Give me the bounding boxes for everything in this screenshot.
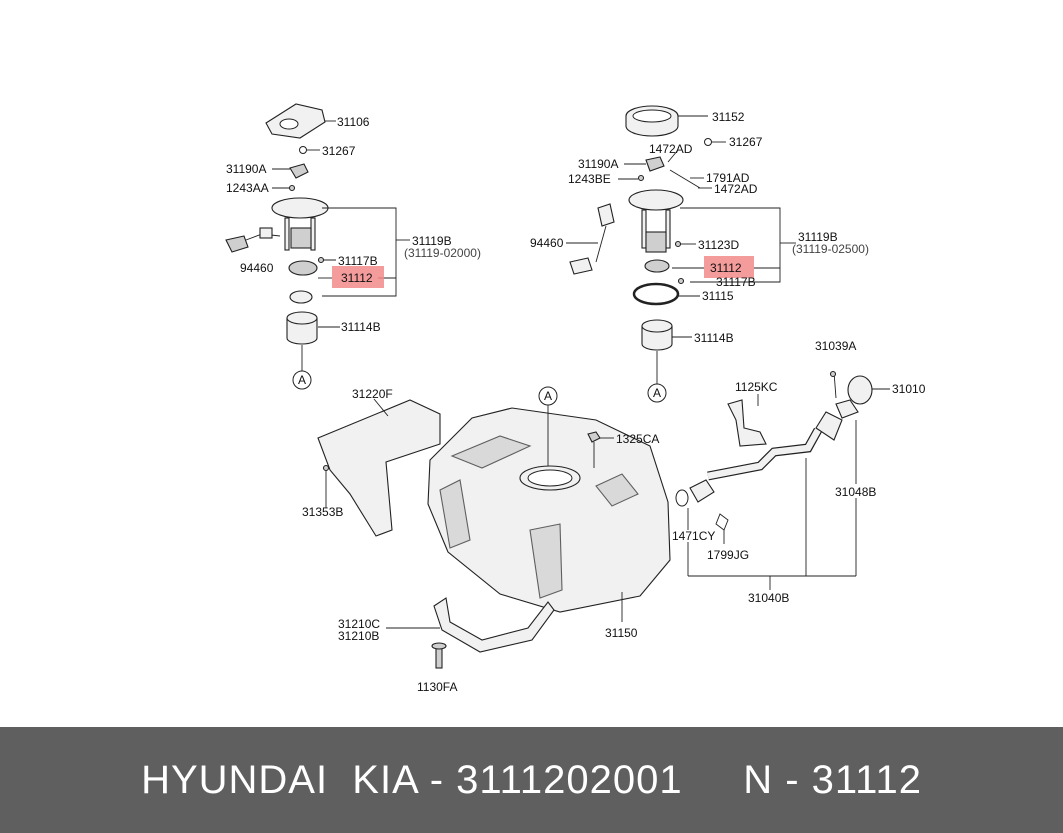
fuel-cap-31010: [847, 375, 873, 405]
label-31267-right: 31267: [729, 135, 763, 149]
label-31119B-left: 31119B: [412, 234, 452, 248]
part-number-text: HYUNDAI KIA - 3111202001 N - 31112: [141, 757, 922, 802]
highlight-31112-left: [332, 266, 384, 288]
ref-A-right-circle: [647, 383, 667, 403]
filter-cap-left: [289, 290, 313, 304]
label-31040B: 31040B: [748, 591, 789, 605]
label-31220F: 31220F: [352, 387, 393, 401]
pump-body-left: [288, 260, 318, 276]
connector-31190A-right: [645, 156, 665, 172]
ref-A-tank-circle: [538, 386, 558, 406]
heat-shield-31220F: [317, 399, 441, 537]
right-pump-assembly: [566, 105, 796, 403]
filler-neck-top: [815, 411, 843, 441]
label-1325CA: 1325CA: [616, 432, 659, 446]
sender-94460-right: [597, 203, 615, 227]
label-31123D: 31123D: [698, 238, 739, 252]
pump-flange-right: [628, 189, 684, 211]
label-31010: 31010: [892, 382, 926, 396]
label-31106: 31106: [337, 115, 370, 129]
label-31048B: 31048B: [835, 485, 876, 499]
label-1243BE: 1243BE: [568, 172, 611, 186]
sender-94460-left: [225, 235, 249, 253]
filter-31114B-left: [286, 317, 318, 345]
filler-neck-group: [675, 370, 890, 590]
label-31119B-right: 31119B: [798, 230, 838, 244]
label-1243AA: 1243AA: [226, 181, 269, 195]
connector-31190A-left: [289, 163, 309, 179]
label-31119B-right-sub: (31119-02500): [792, 242, 869, 256]
label-31152: 31152: [712, 110, 745, 124]
label-31190A-right: 31190A: [578, 157, 618, 171]
label-31117B-right: 31117B: [716, 275, 756, 289]
label-A-tank: A: [544, 389, 552, 403]
label-1130FA: 1130FA: [417, 680, 457, 694]
label-31039A: 31039A: [815, 339, 856, 353]
label-94460-right: 94460: [530, 236, 564, 250]
label-31112-left: 31112: [341, 271, 373, 285]
tank-strap-31210: [433, 597, 555, 653]
label-31267-left: 31267: [322, 144, 356, 158]
highlight-31112-right: [704, 256, 754, 278]
label-1125KC: 1125KC: [735, 380, 778, 394]
label-31190A-left: 31190A: [226, 162, 266, 176]
cover-plate-hole: [279, 118, 299, 130]
left-pump-assembly: [225, 103, 410, 390]
o-ring-31267-right: [704, 138, 712, 146]
filler-pipe-31040B: [707, 428, 821, 480]
label-31114B-right: 31114B: [694, 331, 734, 345]
parts-diagram: 31106 31267 31190A 1243AA 31119B (31119-…: [225, 103, 926, 694]
label-A-left: A: [298, 373, 306, 387]
label-31353B: 31353B: [302, 505, 343, 519]
label-31210C: 31210C: [338, 617, 380, 631]
pump-body-right: [644, 259, 670, 273]
seal-31115: [632, 282, 680, 306]
label-31112-right: 31112: [710, 261, 742, 275]
gasket-31039A: [835, 399, 859, 419]
label-31150: 31150: [605, 626, 638, 640]
bracket-1125KC: [727, 399, 767, 447]
label-1472AD-bottom: 1472AD: [714, 182, 758, 196]
labels: 31106 31267 31190A 1243AA 31119B (31119-…: [226, 110, 926, 694]
hose-clamp-1471CY: [689, 479, 715, 503]
label-1791AD: 1791AD: [706, 171, 750, 185]
ref-A-left-circle: [292, 370, 312, 390]
bolt-31353B: [322, 464, 330, 472]
o-ring-31267-left: [299, 146, 307, 154]
label-31117B-left: 31117B: [338, 254, 378, 268]
label-94460-left: 94460: [240, 261, 274, 275]
label-1799JG: 1799JG: [707, 548, 749, 562]
label-31114B-left: 31114B: [341, 320, 381, 334]
label-1471CY: 1471CY: [672, 529, 715, 543]
label-1472AD-top: 1472AD: [649, 142, 693, 156]
part-number-banner: HYUNDAI KIA - 3111202001 N - 31112: [0, 727, 1063, 833]
label-A-right: A: [653, 386, 661, 400]
label-31119B-left-sub: (31119-02000): [404, 246, 481, 260]
filter-31114B-right: [641, 325, 673, 351]
pump-flange-left: [271, 197, 329, 219]
label-31115: 31115: [702, 289, 734, 303]
fuel-tank-group: [317, 386, 671, 669]
label-31210B: 31210B: [338, 629, 379, 643]
